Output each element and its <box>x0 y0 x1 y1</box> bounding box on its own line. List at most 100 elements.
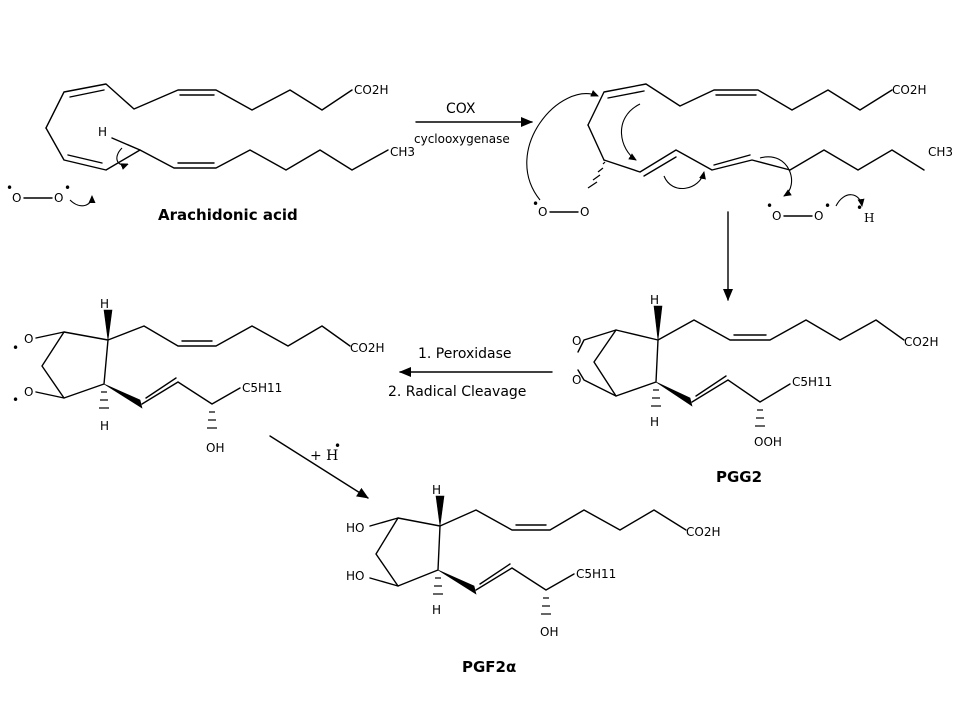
pgf2a-h-bottom: H <box>432 603 441 617</box>
dr-o-bond-lower <box>35 391 65 399</box>
dr-bottom-chain <box>141 381 241 405</box>
pgg2-h-bottom: H <box>650 415 659 429</box>
pgg2-top-chain <box>657 319 905 341</box>
aa-top-chain <box>45 83 353 129</box>
pgg2-oxygen-lower: O <box>572 373 581 387</box>
pgf2a-ring <box>375 517 441 587</box>
pgg2-wedge-top <box>653 305 663 341</box>
oxygen-atom: O <box>538 205 547 219</box>
hydrogen-addition-step: + H • <box>269 435 369 499</box>
aa-double-bond-1 <box>69 89 105 98</box>
pgf2a-hashed-bond-bottom <box>433 577 443 595</box>
pgg2-double-bond-2 <box>695 375 727 397</box>
dr-h-bottom: H <box>100 419 109 433</box>
radical-dot: • <box>824 199 831 213</box>
dr-o-bond-upper <box>35 331 65 339</box>
pgg2-oxygen-upper: O <box>572 334 581 348</box>
dr-double-bond-2 <box>145 377 177 399</box>
pgg2-side-chain: C5H11 <box>792 375 832 389</box>
aa-bottom-chain <box>45 127 389 171</box>
pgg2-name: PGG2 <box>716 468 762 486</box>
ri-methyl-label: CH3 <box>928 145 953 159</box>
radical-dot: • <box>6 181 13 195</box>
pgf2a-oh-label: OH <box>540 625 558 639</box>
pgg2-peroxide-bridge-lower <box>577 369 617 397</box>
pgf2a-ho-lower: HO <box>346 569 364 583</box>
pgf2a-ho-upper: HO <box>346 521 364 535</box>
dr-top-chain <box>107 325 351 347</box>
pgf2a-name: PGF2α <box>462 658 516 676</box>
arachidonic-acid-structure: H CO2H CH3 <box>45 83 415 207</box>
cyclooxygenase-label: cyclooxygenase <box>414 132 510 146</box>
dr-radical-upper: • <box>12 341 19 355</box>
dioxygen-radical-2: • O O <box>532 197 589 219</box>
dr-hashed-bond-bottom <box>99 391 109 409</box>
pgf2a-ho-bond-upper <box>369 517 399 527</box>
dr-oxygen-lower: O <box>24 385 33 399</box>
ri-ring-left <box>587 124 605 161</box>
radical-dot: • <box>766 199 773 213</box>
radical-dot: • <box>64 181 71 195</box>
pgf2a-double-bond-2 <box>479 563 511 585</box>
ri-double-bond-3 <box>643 156 677 177</box>
pgf2a-bottom-chain <box>475 567 575 591</box>
dr-radical-lower: • <box>12 393 19 407</box>
peroxidase-label: 1. Peroxidase <box>418 346 512 362</box>
dr-h-top: H <box>100 297 109 311</box>
pgg2-bottom-chain <box>691 379 791 403</box>
hydrogen-radical-1: • H <box>856 201 874 225</box>
ri-curly-arrow-4 <box>759 156 793 197</box>
ri-top-chain <box>587 83 893 126</box>
dioxygen-radical-3: • O O • <box>766 199 831 223</box>
dr-wedge-bottom <box>103 383 143 409</box>
aa-curly-arrow-2 <box>69 195 96 207</box>
pgg2-hashed-ooh <box>755 409 765 427</box>
pgg2-hashed-bond-bottom <box>651 389 661 407</box>
hydrogen-arrow <box>269 435 369 499</box>
pgg2-ring <box>593 329 659 397</box>
dr-acid-label: CO2H <box>350 341 384 355</box>
radical-dot: • <box>856 201 863 215</box>
pgg2-h-top: H <box>650 293 659 307</box>
arachidonic-acid-name: Arachidonic acid <box>158 206 298 224</box>
pgg2-wedge-bottom <box>655 381 693 407</box>
hydrogen-reagent-dot: • <box>334 439 341 453</box>
aa-curly-arrow-1 <box>116 147 129 170</box>
oxygen-atom: O <box>814 209 823 223</box>
dr-hashed-oh <box>207 411 217 429</box>
pgf2a-wedge-top <box>435 495 445 527</box>
hydrogen-reagent-label: + H <box>310 448 338 464</box>
dioxygen-radical-1: • O O • <box>6 181 71 205</box>
oxygen-atom: O <box>12 191 21 205</box>
pgf2a-wedge-bottom <box>437 569 477 595</box>
pgf2a-hashed-oh <box>541 597 551 615</box>
radical-intermediate-structure: CO2H CH3 <box>526 83 953 207</box>
oxygen-atom: O <box>580 205 589 219</box>
dr-ring <box>41 331 109 399</box>
diradical-structure: O • O • H CO2H H C5H11 OH <box>12 297 384 455</box>
cox-step: COX cyclooxygenase <box>414 101 533 146</box>
pgg2-acid-label: CO2H <box>904 335 938 349</box>
pgf2a-ho-bond-lower <box>369 577 399 587</box>
dr-oxygen-upper: O <box>24 332 33 346</box>
pgg2-ooh-label: OOH <box>754 435 782 449</box>
ri-hashed-bond <box>587 161 606 189</box>
pgg2-structure: O O H CO2H H C5H11 OOH <box>572 293 938 449</box>
radical-dot: • <box>532 197 539 211</box>
aa-h-bond <box>111 137 141 151</box>
ri-double-bond-1 <box>607 90 645 99</box>
pgg2-peroxide-bridge <box>577 329 617 353</box>
dr-wedge-top <box>103 309 113 341</box>
pgf2a-structure: HO HO H CO2H H C5H11 OH <box>346 483 720 639</box>
ri-double-bond-4 <box>713 154 751 166</box>
oxygen-atom: O <box>54 191 63 205</box>
ri-curly-arrow-2 <box>620 103 641 161</box>
aa-h-label: H <box>98 125 107 139</box>
ri-bottom-chain <box>603 149 925 173</box>
dr-oh-label: OH <box>206 441 224 455</box>
aa-methyl-label: CH3 <box>390 145 415 159</box>
cox-label: COX <box>446 101 476 117</box>
ri-acid-label: CO2H <box>892 83 926 97</box>
ri-curly-arrow-5 <box>835 194 865 207</box>
